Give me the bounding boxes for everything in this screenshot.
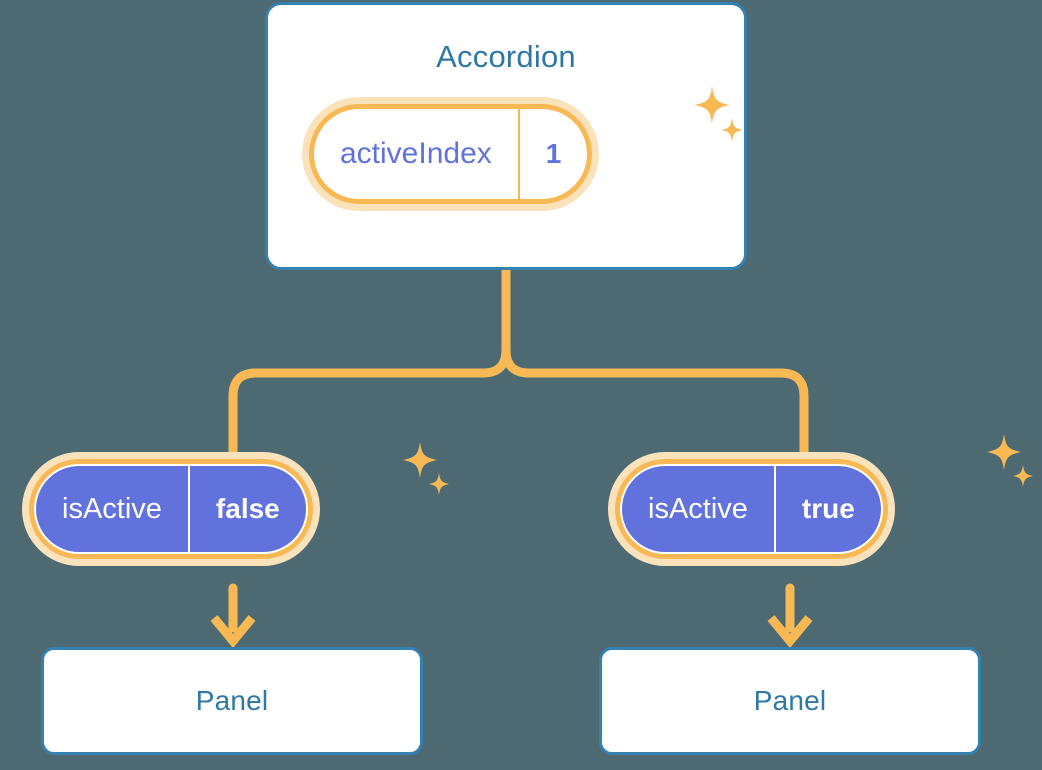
connector-split-right xyxy=(501,345,809,457)
arrow-down-icon-right xyxy=(767,615,813,649)
pill-body: activeIndex 1 xyxy=(314,109,588,199)
pill-ring: isActive false xyxy=(29,459,313,559)
sparkle-icon-small xyxy=(1013,465,1033,487)
pill-halo: activeIndex 1 xyxy=(302,97,600,211)
state-pill-value: false xyxy=(187,466,306,552)
state-pill-value: 1 xyxy=(517,109,588,199)
pill-ring: isActive true xyxy=(615,459,888,559)
pill-halo: isActive true xyxy=(608,452,895,566)
accordion-node-label: Accordion xyxy=(436,39,576,74)
state-pill-key: isActive xyxy=(648,492,748,525)
state-pill-key: isActive xyxy=(62,492,162,525)
state-pill-is-active-true[interactable]: isActive true xyxy=(608,452,895,566)
sparkle-icon-group-left xyxy=(398,440,454,511)
sparkle-icon-small xyxy=(429,473,449,495)
panel-node-label: Panel xyxy=(753,685,827,716)
pill-halo: isActive false xyxy=(22,452,320,566)
panel-node-right[interactable]: Panel xyxy=(599,647,981,755)
panel-node-label: Panel xyxy=(195,685,269,716)
state-pill-value: true xyxy=(773,466,881,552)
sparkle-icon-large xyxy=(403,442,437,478)
arrow-down-icon-left xyxy=(210,615,256,649)
state-pill-is-active-false[interactable]: isActive false xyxy=(22,452,320,566)
state-pill-active-index[interactable]: activeIndex 1 xyxy=(302,97,600,211)
state-pill-key: activeIndex xyxy=(340,137,492,170)
pill-body: isActive true xyxy=(620,464,883,554)
connector-split-left xyxy=(228,345,511,457)
sparkle-icon-group-right xyxy=(982,432,1038,503)
pill-body: isActive false xyxy=(34,464,308,554)
panel-node-left[interactable]: Panel xyxy=(41,647,423,755)
pill-ring: activeIndex 1 xyxy=(309,104,593,204)
sparkle-icon-large xyxy=(987,434,1021,470)
